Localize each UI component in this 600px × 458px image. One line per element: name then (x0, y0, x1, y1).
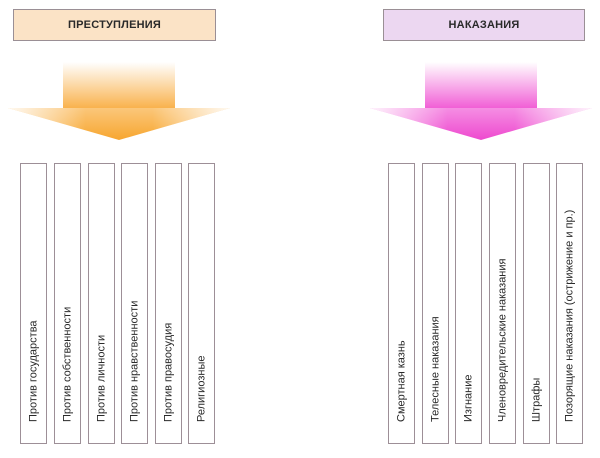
punishment-item: Изгнание (455, 163, 482, 444)
punishments-arrow-head-fade (370, 108, 592, 140)
crime-item-label: Против государства (27, 320, 39, 422)
crime-item-label: Против личности (95, 334, 107, 422)
punishment-item-label: Телесные наказания (429, 316, 441, 422)
crimes-arrow-icon (8, 62, 230, 140)
punishment-item-label: Позорящие наказания (острижение и пр.) (563, 209, 575, 422)
punishment-item-label: Членовредительские наказания (496, 258, 508, 423)
punishments-header-label: НАКАЗАНИЯ (448, 19, 520, 31)
punishment-item-label: Штрафы (530, 377, 542, 422)
punishment-item: Телесные наказания (422, 163, 449, 444)
punishment-item: Членовредительские наказания (489, 163, 516, 444)
punishment-item: Штрафы (523, 163, 550, 444)
crime-item-label: Против правосудия (162, 322, 174, 422)
crime-item: Религиозные (188, 163, 215, 444)
crimes-arrow-stem (63, 62, 175, 108)
punishment-item-label: Изгнание (462, 374, 474, 423)
crime-item-label: Против нравственности (128, 300, 140, 422)
punishment-item: Смертная казнь (388, 163, 415, 444)
crime-item: Против личности (88, 163, 115, 444)
punishments-arrow-stem (425, 62, 537, 108)
crimes-header: ПРЕСТУПЛЕНИЯ (13, 9, 216, 41)
crimes-header-label: ПРЕСТУПЛЕНИЯ (68, 19, 161, 31)
punishments-header: НАКАЗАНИЯ (383, 9, 585, 41)
crime-item-label: Религиозные (195, 355, 207, 422)
crimes-arrow-head-fade (8, 108, 230, 140)
crime-item: Против правосудия (155, 163, 182, 444)
punishment-item-label: Смертная казнь (395, 340, 407, 422)
crime-item-label: Против собственности (61, 306, 73, 422)
crime-item: Против нравственности (121, 163, 148, 444)
crime-item: Против государства (20, 163, 47, 444)
punishment-item: Позорящие наказания (острижение и пр.) (556, 163, 583, 444)
punishments-arrow-icon (370, 62, 592, 140)
crime-item: Против собственности (54, 163, 81, 444)
